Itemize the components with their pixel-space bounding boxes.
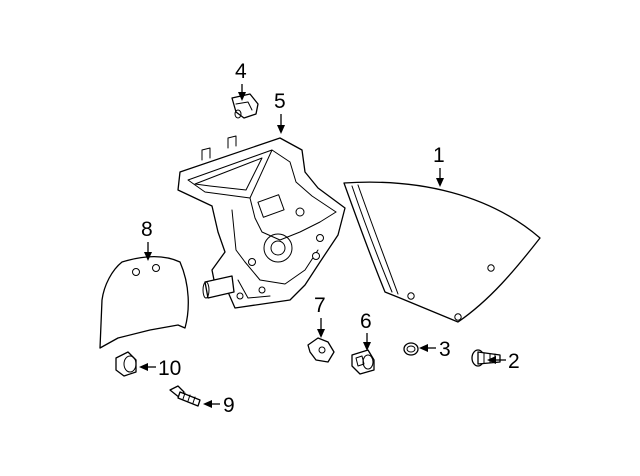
part-10-grommet (115, 351, 137, 377)
callout-9: 9 (223, 394, 235, 417)
part-1-quarter-glass (343, 181, 541, 323)
part-7-clip-nut (307, 337, 335, 363)
callout-8: 8 (141, 218, 153, 241)
part-5-regulator-bracket (177, 135, 346, 309)
callout-2: 2 (508, 350, 520, 373)
part-4-clip (231, 93, 259, 119)
callout-3: 3 (439, 338, 451, 361)
part-3-plug (403, 342, 419, 356)
leader-lines (139, 84, 506, 408)
callout-1: 1 (433, 144, 445, 167)
callout-10: 10 (158, 357, 181, 380)
part-6-bolt (351, 349, 375, 375)
callout-4: 4 (235, 60, 247, 83)
part-9-bolt (169, 385, 201, 407)
callout-7: 7 (314, 294, 326, 317)
callout-5: 5 (274, 90, 286, 113)
callout-6: 6 (360, 310, 372, 333)
part-8-trim-panel (99, 256, 189, 349)
part-2-screw (471, 349, 501, 367)
callout-labels: 1 2 3 4 5 6 7 8 9 10 (141, 60, 520, 417)
